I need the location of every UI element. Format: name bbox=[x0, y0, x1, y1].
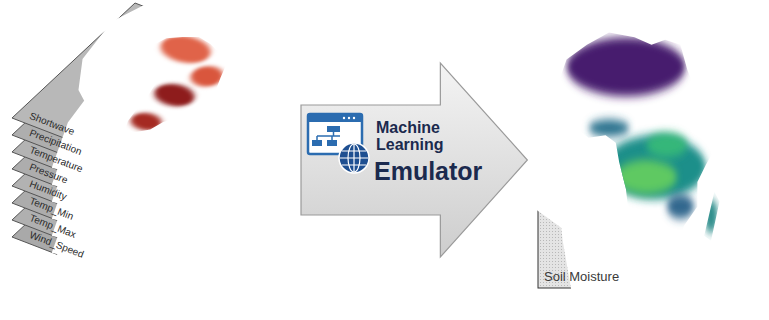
africa-land bbox=[558, 32, 728, 270]
emulator-title: Emulator bbox=[374, 158, 482, 184]
arrow-outline bbox=[301, 63, 527, 257]
icon-titlebar bbox=[308, 114, 362, 122]
icon-chart-box bbox=[327, 126, 340, 132]
icon-chart-box bbox=[327, 140, 337, 146]
emulator-arrow: Machine LearningEmulator bbox=[300, 62, 528, 258]
ml-icon bbox=[308, 114, 369, 173]
icon-chart-line bbox=[331, 136, 333, 140]
map-panel bbox=[538, 25, 765, 288]
icon-globe bbox=[339, 143, 369, 173]
layer-map bbox=[80, 27, 261, 147]
icon-dot bbox=[353, 117, 355, 119]
map-caption: Soil Moisture bbox=[544, 270, 619, 284]
soil-moisture-map bbox=[558, 30, 735, 270]
map-texture bbox=[90, 30, 246, 137]
output-map-panel: Soil Moisture bbox=[538, 25, 765, 288]
icon-dot bbox=[343, 117, 345, 119]
layer-plane bbox=[12, 3, 283, 175]
icon-chart-box bbox=[312, 140, 322, 146]
moisture-field bbox=[567, 37, 718, 233]
icon-chart-line bbox=[316, 136, 318, 140]
input-layer bbox=[12, 3, 283, 175]
icon-dot bbox=[348, 117, 350, 119]
icon-chart-line bbox=[317, 135, 340, 137]
emulator-heading: Machine Learning bbox=[376, 120, 456, 154]
